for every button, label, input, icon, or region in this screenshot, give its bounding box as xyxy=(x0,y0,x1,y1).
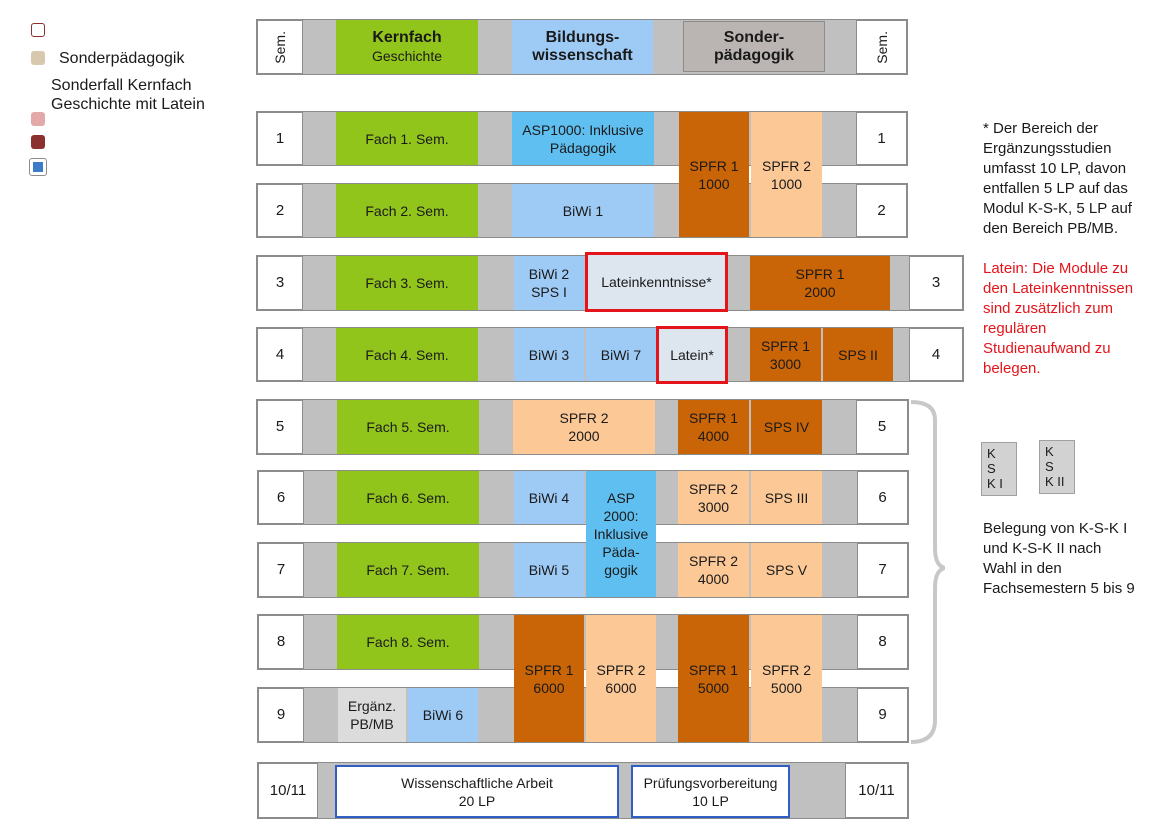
fach-cell: Fach 2. Sem. xyxy=(336,184,478,237)
latein-cell: Latein* xyxy=(656,326,728,384)
semester-number-right: 5 xyxy=(856,400,908,454)
pruefungsvorbereitung-cell: Prüfungsvorbereitung 10 LP xyxy=(631,765,790,818)
lateinkenntnisse-cell: Lateinkenntnisse* xyxy=(585,252,728,312)
semester-number-right: 3 xyxy=(909,256,963,310)
spfr1-5000-cell: SPFR 1 5000 xyxy=(678,615,749,742)
spfr1-4000-cell: SPFR 1 4000 xyxy=(678,400,749,454)
sps3-cell: SPS III xyxy=(751,471,822,524)
header-bildungswissenschaft: Bildungs- wissenschaft xyxy=(512,20,653,74)
ksk2-box: K S K II xyxy=(1039,440,1075,494)
fach-cell: Fach 8. Sem. xyxy=(337,615,479,669)
sps5-cell: SPS V xyxy=(751,543,822,597)
legend-square-blue-fill xyxy=(33,162,43,172)
spfr2-5000-cell: SPFR 2 5000 xyxy=(751,615,822,742)
semester-number-right: 2 xyxy=(856,184,907,237)
fach-cell: Fach 5. Sem. xyxy=(337,400,479,454)
semester-number-right: 6 xyxy=(857,471,908,524)
biwi7-cell: BiWi 7 xyxy=(586,328,656,381)
spfr2-1000-cell: SPFR 2 1000 xyxy=(751,112,822,237)
semester-number-left: 9 xyxy=(258,688,304,742)
spfr2-6000-cell: SPFR 2 6000 xyxy=(586,615,656,742)
spfr1-1000-cell: SPFR 1 1000 xyxy=(679,112,749,237)
biwi3-cell: BiWi 3 xyxy=(514,328,584,381)
ergaenzung-cell: Ergänz. PB/MB xyxy=(338,688,406,742)
semester-number-left: 2 xyxy=(257,184,303,237)
semester-number-right: 4 xyxy=(909,328,963,381)
legend-square-empty xyxy=(31,23,45,37)
fach-cell: Fach 3. Sem. xyxy=(336,256,478,310)
semester-number-right: 1 xyxy=(856,112,907,165)
legend-label-sonderfall: Sonderfall Kernfach Geschichte mit Latei… xyxy=(51,77,205,113)
spfr2-3000-cell: SPFR 2 3000 xyxy=(678,471,749,524)
biwi5-cell: BiWi 5 xyxy=(514,543,584,597)
semester-number-left: 5 xyxy=(257,400,303,454)
semester-number-left: 6 xyxy=(258,471,304,524)
biwi4-cell: BiWi 4 xyxy=(514,471,584,524)
fach-cell: Fach 6. Sem. xyxy=(337,471,479,524)
header-sonderpaedagogik: Sonder- pädagogik xyxy=(683,21,825,72)
legend-square-sonder xyxy=(31,51,45,65)
semester-number-right: 8 xyxy=(857,615,908,669)
fach-cell: Fach 7. Sem. xyxy=(337,543,479,597)
biwi2-sps1-cell: BiWi 2 SPS I xyxy=(514,256,584,310)
wissenschaftliche-arbeit-cell: Wissenschaftliche Arbeit 20 LP xyxy=(335,765,619,818)
sps2-cell: SPS II xyxy=(823,328,893,381)
semester-number-right: 9 xyxy=(857,688,908,742)
fach-cell: Fach 1. Sem. xyxy=(336,112,478,165)
spfr1-2000-cell: SPFR 1 2000 xyxy=(750,256,890,310)
biwi6-cell: BiWi 6 xyxy=(408,688,478,742)
sps4-cell: SPS IV xyxy=(751,400,822,454)
semester-number-left: 4 xyxy=(257,328,303,381)
header-sem-right: Sem. xyxy=(856,20,907,74)
header-kernfach: Kernfach Geschichte xyxy=(336,20,478,74)
note-latein: Latein: Die Module zu den Lateinkenntnis… xyxy=(983,260,1134,377)
asp1000-cell: ASP1000: Inklusive Pädagogik xyxy=(512,112,654,165)
spfr1-6000-cell: SPFR 1 6000 xyxy=(514,615,584,742)
semester-number-left: 7 xyxy=(258,543,304,597)
asp2000-cell: ASP 2000: Inklusive Päda- gogik xyxy=(586,471,656,597)
bracket-rows-5-9 xyxy=(910,400,945,744)
spfr2-4000-cell: SPFR 2 4000 xyxy=(678,543,749,597)
semester-number-left: 10/11 xyxy=(258,763,318,818)
legend-square-latein-light xyxy=(31,112,45,126)
spfr1-3000-cell: SPFR 1 3000 xyxy=(750,328,821,381)
biwi-cell: BiWi 1 xyxy=(512,184,654,237)
legend-square-latein-dark xyxy=(31,135,45,149)
note-ergaenzungsstudien: * Der Bereich der Ergänzungsstudien umfa… xyxy=(983,120,1132,237)
note-belegung: Belegung von K-S-K I und K-S-K II nach W… xyxy=(983,520,1135,597)
fach-cell: Fach 4. Sem. xyxy=(336,328,478,381)
spfr2-2000-cell: SPFR 2 2000 xyxy=(513,400,655,454)
header-sem-left: Sem. xyxy=(257,20,303,74)
semester-number-left: 8 xyxy=(258,615,304,669)
legend-label-sonder: Sonderpädagogik xyxy=(59,50,185,67)
ksk1-box: K S K I xyxy=(981,442,1017,496)
semester-number-left: 3 xyxy=(257,256,303,310)
semester-number-right: 7 xyxy=(857,543,908,597)
semester-number-left: 1 xyxy=(257,112,303,165)
semester-number-right: 10/11 xyxy=(845,763,908,818)
header-kernfach-title: Kernfach xyxy=(372,29,442,46)
header-kernfach-sub: Geschichte xyxy=(371,48,443,64)
